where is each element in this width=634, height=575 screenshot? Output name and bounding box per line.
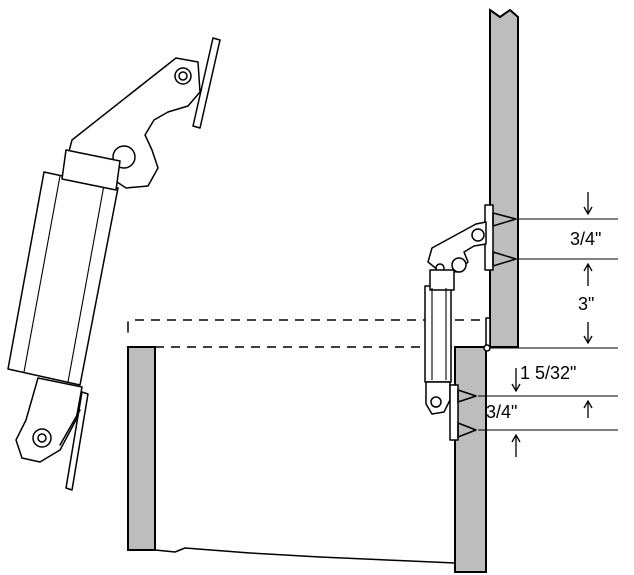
arrow-down-top-screw	[583, 192, 593, 216]
dimension-lines	[478, 192, 618, 457]
cylinder-edge-line	[23, 175, 61, 373]
arrow-down-overlay	[511, 368, 521, 393]
door-panel-break-line	[154, 547, 456, 564]
hinge-cylinder-body	[7, 171, 119, 386]
hinge-gap-block	[485, 317, 491, 348]
hinge-detail-view	[7, 37, 221, 491]
cabinet-side-panel	[454, 8, 519, 573]
bottom-screw-2	[457, 422, 477, 438]
top-screw-2	[492, 251, 517, 267]
arrow-up-hinge-offset	[583, 262, 593, 286]
hinge-joint-pin	[483, 344, 491, 352]
upper-mounting-plate	[192, 37, 221, 129]
arrow-up-bottom-screw	[511, 433, 521, 457]
dimension-label-door-overlay: 1 5/32"	[520, 363, 576, 383]
upper-pivot-pin-inner	[178, 71, 188, 81]
lower-pivot-pin-inner	[37, 433, 47, 443]
installed-hinge	[424, 204, 517, 441]
lower-mounting-plate	[65, 391, 89, 491]
arrow-down-hinge-offset	[583, 322, 593, 345]
top-screw-1	[492, 212, 517, 227]
small-cylinder-cap	[429, 269, 455, 291]
lower-plate-bracket	[59, 409, 81, 446]
dimension-label-hinge-offset: 3"	[578, 294, 594, 314]
door-panel-edge	[127, 346, 156, 551]
door-panel	[127, 346, 456, 564]
bottom-mounting-plate	[449, 384, 459, 441]
small-knuckle	[451, 257, 467, 273]
cabinet-panel-upper	[489, 8, 519, 348]
dimension-label-bottom-screw-spacing: 3/4"	[486, 402, 517, 422]
small-upper-pivot	[471, 228, 485, 242]
small-cylinder-body	[424, 285, 452, 383]
cylinder-edge-line-2	[67, 184, 105, 383]
cylinder-cap	[61, 149, 121, 191]
bottom-screw-1	[457, 389, 477, 403]
small-lower-pivot	[430, 396, 442, 408]
lower-hinge-arm	[15, 377, 83, 463]
arrow-up-overlay	[583, 399, 593, 418]
dimension-label-top-screw-spacing: 3/4"	[570, 229, 601, 249]
cabinet-panel-lower	[454, 346, 487, 573]
upper-hinge-arm	[67, 57, 201, 189]
